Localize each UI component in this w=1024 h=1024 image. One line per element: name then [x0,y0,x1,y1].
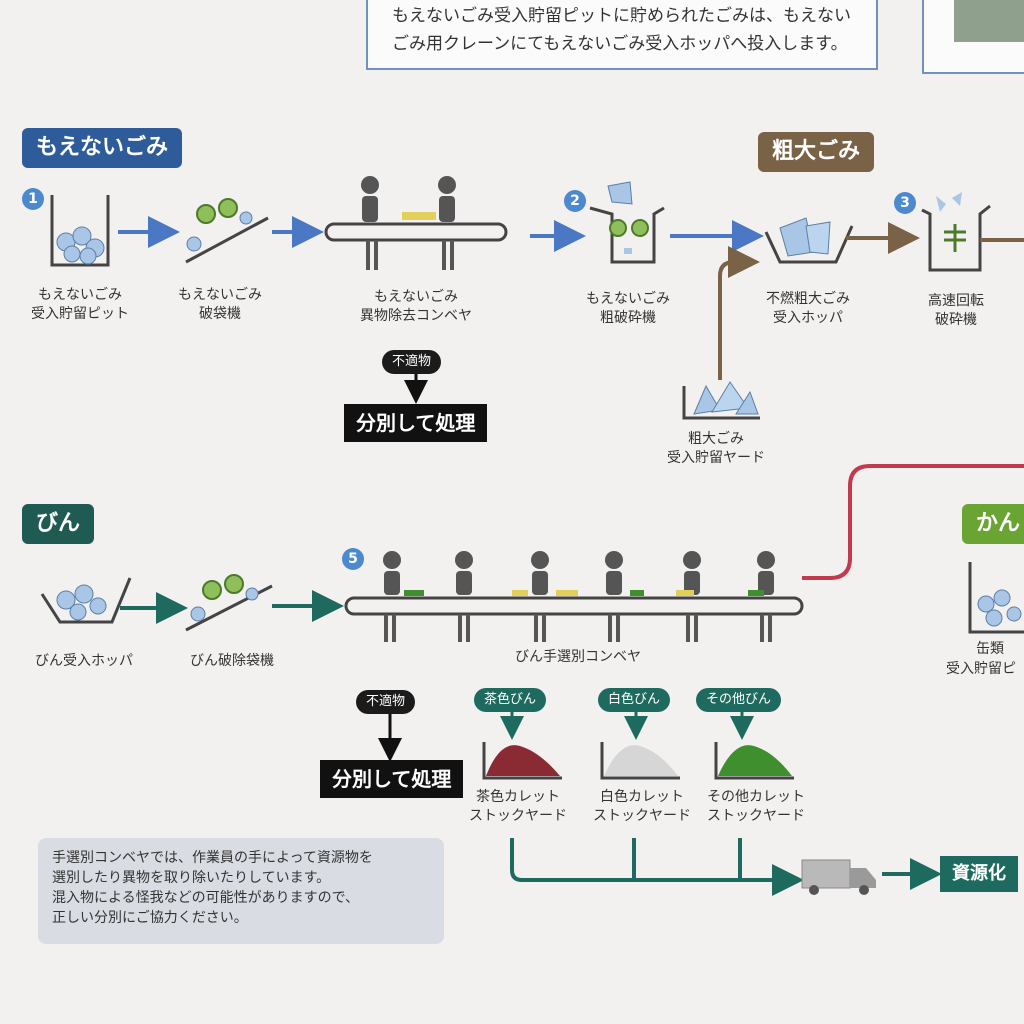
label-line: 缶類 [976,641,1004,657]
label-line: その他カレット [707,789,805,805]
fast-crusher-icon [921,192,991,272]
label-line: もえないごみ [374,289,458,305]
funen-hopper-icon [764,217,854,264]
resource-box: 資源化 [940,856,1018,892]
label-white-yard: 白色カレット ストックヤード [582,788,702,826]
bin-bag-breaker-icon [185,574,273,632]
pill-other-bin: その他びん [696,688,782,712]
pill-white-bin: 白色びん [598,688,671,712]
section-tag-moenai: もえないごみ [22,128,183,168]
label-line: 破砕機 [935,312,977,328]
label-line: 受入貯留ピット [31,306,129,322]
brown-cullet-icon [482,742,562,780]
info-line: 正しい分別にご協力ください。 [52,910,248,926]
label-bin-bag: びん破除袋機 [190,653,274,669]
kan-pit-icon [968,562,1024,634]
flow-arrow-brown [718,246,760,380]
label-line: ストックヤード [469,808,567,824]
other-cullet-icon [714,742,794,780]
label-kan-pit: 缶類 [944,640,1024,659]
pill-brown-bin: 茶色びん [474,688,547,712]
section-tag-bin: びん [22,504,95,544]
label-line: ストックヤード [707,808,805,824]
bag-breaker-icon [185,198,269,264]
label-line: 白色カレット [600,789,684,805]
pill-futekibutsu: 不適物 [356,690,416,714]
label-other-yard: その他カレット ストックヤード [696,788,816,826]
bin-hopper-icon [40,577,132,624]
label-line: もえないごみ [178,287,262,303]
sodai-yard-icon [682,381,760,420]
label-brown-yard: 茶色カレット ストックヤード [458,788,578,826]
label-line: 破袋機 [199,306,241,322]
label-fast-crusher: 高速回転 破砕機 [906,292,1006,330]
label-moenai-pit: もえないごみ 受入貯留ピット [20,286,140,324]
info-line: 混入物による怪我などの可能性がありますので、 [52,890,360,906]
pill-futekibutsu: 不適物 [382,350,442,374]
label-moenai-bag: もえないごみ 破袋機 [160,286,280,324]
label-line: 茶色カレット [476,789,560,805]
info-line: 選別したり異物を取り除いたりしています。 [52,870,331,886]
separate-box: 分別して処理 [320,760,464,798]
label-line: 不燃粗大ごみ [766,291,850,307]
moenai-conveyor-icon [324,176,508,270]
truck-icon [801,859,876,895]
coarse-crusher-icon [589,181,665,264]
label-line: もえないごみ [586,291,670,307]
top-note-line: ごみ用クレーンにてもえないごみ受入ホッパへ投入します。 [392,34,848,54]
label-bin-hopper: びん受入ホッパ [35,653,133,669]
label-funen-hopper: 不燃粗大ごみ 受入ホッパ [748,290,868,328]
separate-box: 分別して処理 [344,404,488,442]
collection-lines [510,838,792,882]
photo [954,0,1024,42]
bin-conveyor-icon [344,551,804,642]
label-moenai-crusher: もえないごみ 粗破砕機 [568,290,688,328]
label-line: 受入貯留ヤード [667,450,765,466]
photo-frame [922,0,1024,74]
label-moenai-conveyor: もえないごみ 異物除去コンベヤ [346,288,486,326]
label-sodai-yard: 粗大ごみ 受入貯留ヤード [656,430,776,468]
label-line: 粗大ごみ [688,431,744,447]
label-line: ストックヤード [593,808,691,824]
label-kan-pit-2: 受入貯留ピ [946,661,1016,677]
top-note-line: もえないごみ受入貯留ピットに貯められたごみは、もえない [392,6,851,26]
section-tag-kan: かん [962,504,1024,544]
top-note: もえないごみ受入貯留ピットに貯められたごみは、もえない ごみ用クレーンにてもえな… [366,0,878,70]
step-number: 1 [22,188,44,210]
label-line: 受入ホッパ [773,310,843,326]
label-line: もえないごみ [38,287,122,303]
info-box: 手選別コンベヤでは、作業員の手によって資源物を 選別したり異物を取り除いたりして… [38,838,444,944]
moenai-pit-icon [50,195,110,267]
label-line: 粗破砕機 [600,310,656,326]
section-tag-sodai: 粗大ごみ [758,132,875,172]
info-line: 手選別コンベヤでは、作業員の手によって資源物を [52,850,373,866]
flow-line-red [802,464,1024,580]
step-number: 5 [342,548,364,570]
step-number: 2 [564,190,586,212]
step-number: 3 [894,192,916,214]
label-line: 異物除去コンベヤ [360,308,472,324]
label-line: 高速回転 [928,293,984,309]
label-bin-conveyor: びん手選別コンベヤ [515,649,641,665]
white-cullet-icon [600,742,680,780]
